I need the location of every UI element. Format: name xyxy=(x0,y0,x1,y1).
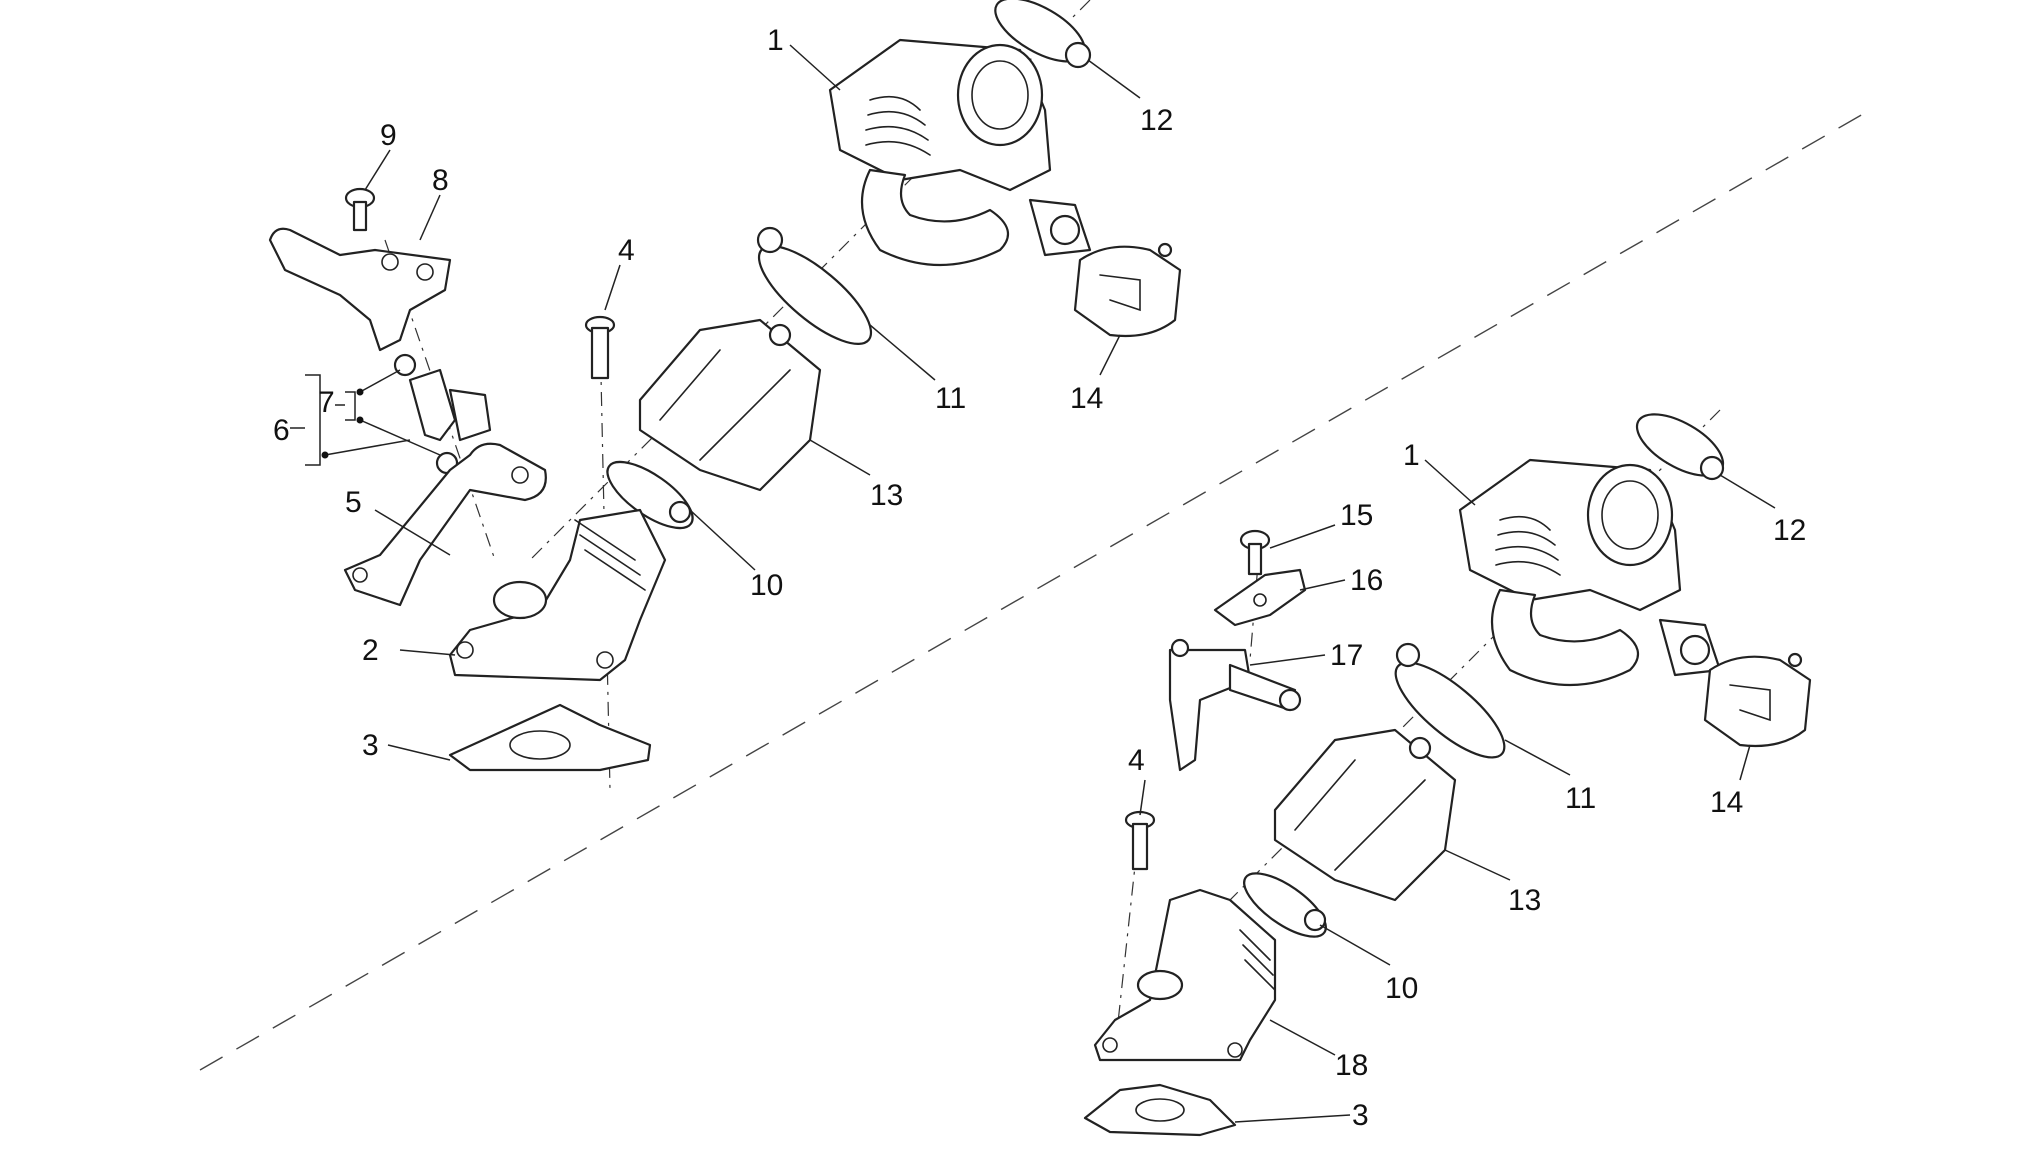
bolt-9-left xyxy=(344,187,376,232)
callout-left-7: 7 xyxy=(318,386,335,419)
callout-right-18: 18 xyxy=(1335,1049,1368,1082)
callout-left-12: 12 xyxy=(1140,104,1173,137)
callout-left-11: 11 xyxy=(935,382,966,415)
callout-left-13: 13 xyxy=(870,479,903,512)
cap-14-right xyxy=(1703,652,1812,748)
clamp-12-left xyxy=(994,0,1092,69)
spacer-13-right xyxy=(1273,728,1457,902)
clamp-11-left xyxy=(756,226,873,346)
throttle-body-1-right xyxy=(1458,458,1722,687)
callout-right-13: 13 xyxy=(1508,884,1541,917)
callout-left-2: 2 xyxy=(362,634,379,667)
right-assembly: 1 3 4 10 11 12 13 14 15 16 17 18 xyxy=(1083,409,1812,1137)
bolt-15-right xyxy=(1239,529,1271,576)
callout-left-8: 8 xyxy=(432,164,449,197)
cap-14-left xyxy=(1073,242,1182,338)
assembly-divider xyxy=(199,109,1871,1071)
right-bolt15-axis xyxy=(1249,539,1261,661)
left-injector-axis xyxy=(384,239,496,561)
callouts-right: 1 3 4 10 11 12 13 14 15 16 17 18 xyxy=(1128,439,1806,1132)
fuel-rail-8-left xyxy=(268,227,452,352)
callout-right-14: 14 xyxy=(1710,786,1743,819)
spacer-13-left xyxy=(638,318,822,492)
bolt-4-left xyxy=(584,315,616,380)
callout-left-9: 9 xyxy=(380,119,397,152)
callout-left-4: 4 xyxy=(618,234,635,267)
gasket-3-right xyxy=(1083,1083,1237,1137)
callout-right-11: 11 xyxy=(1565,782,1596,815)
manifold-2-left xyxy=(448,508,667,682)
callout-left-6: 6 xyxy=(273,414,290,447)
bolt-4-right xyxy=(1124,810,1156,871)
manifold-18-right xyxy=(1093,888,1277,1062)
callout-right-4: 4 xyxy=(1128,744,1145,777)
callout-left-10: 10 xyxy=(750,569,783,602)
bracket-16-right xyxy=(1213,568,1307,627)
callout-left-14: 14 xyxy=(1070,382,1103,415)
injector-17-right xyxy=(1168,638,1302,772)
callout-left-3: 3 xyxy=(362,729,379,762)
callout-right-1: 1 xyxy=(1403,439,1420,472)
callout-left-5: 5 xyxy=(345,486,362,519)
left-assembly: 1 2 3 4 5 6 7 8 9 10 xyxy=(268,0,1182,791)
callout-right-16: 16 xyxy=(1350,564,1383,597)
throttle-body-1-left xyxy=(828,38,1092,267)
callout-right-3: 3 xyxy=(1352,1099,1369,1132)
clamp-12-right xyxy=(1635,413,1725,481)
callout-right-12: 12 xyxy=(1773,514,1806,547)
callout-right-17: 17 xyxy=(1330,639,1363,672)
callout-left-1: 1 xyxy=(767,24,784,57)
clamp-11-right xyxy=(1394,642,1506,759)
callouts-left: 1 2 3 4 5 6 7 8 9 10 xyxy=(273,24,1173,762)
bracket-5-left xyxy=(343,442,547,607)
gasket-3-left xyxy=(448,703,652,772)
callout-right-10: 10 xyxy=(1385,972,1418,1005)
callout-right-15: 15 xyxy=(1340,499,1373,532)
